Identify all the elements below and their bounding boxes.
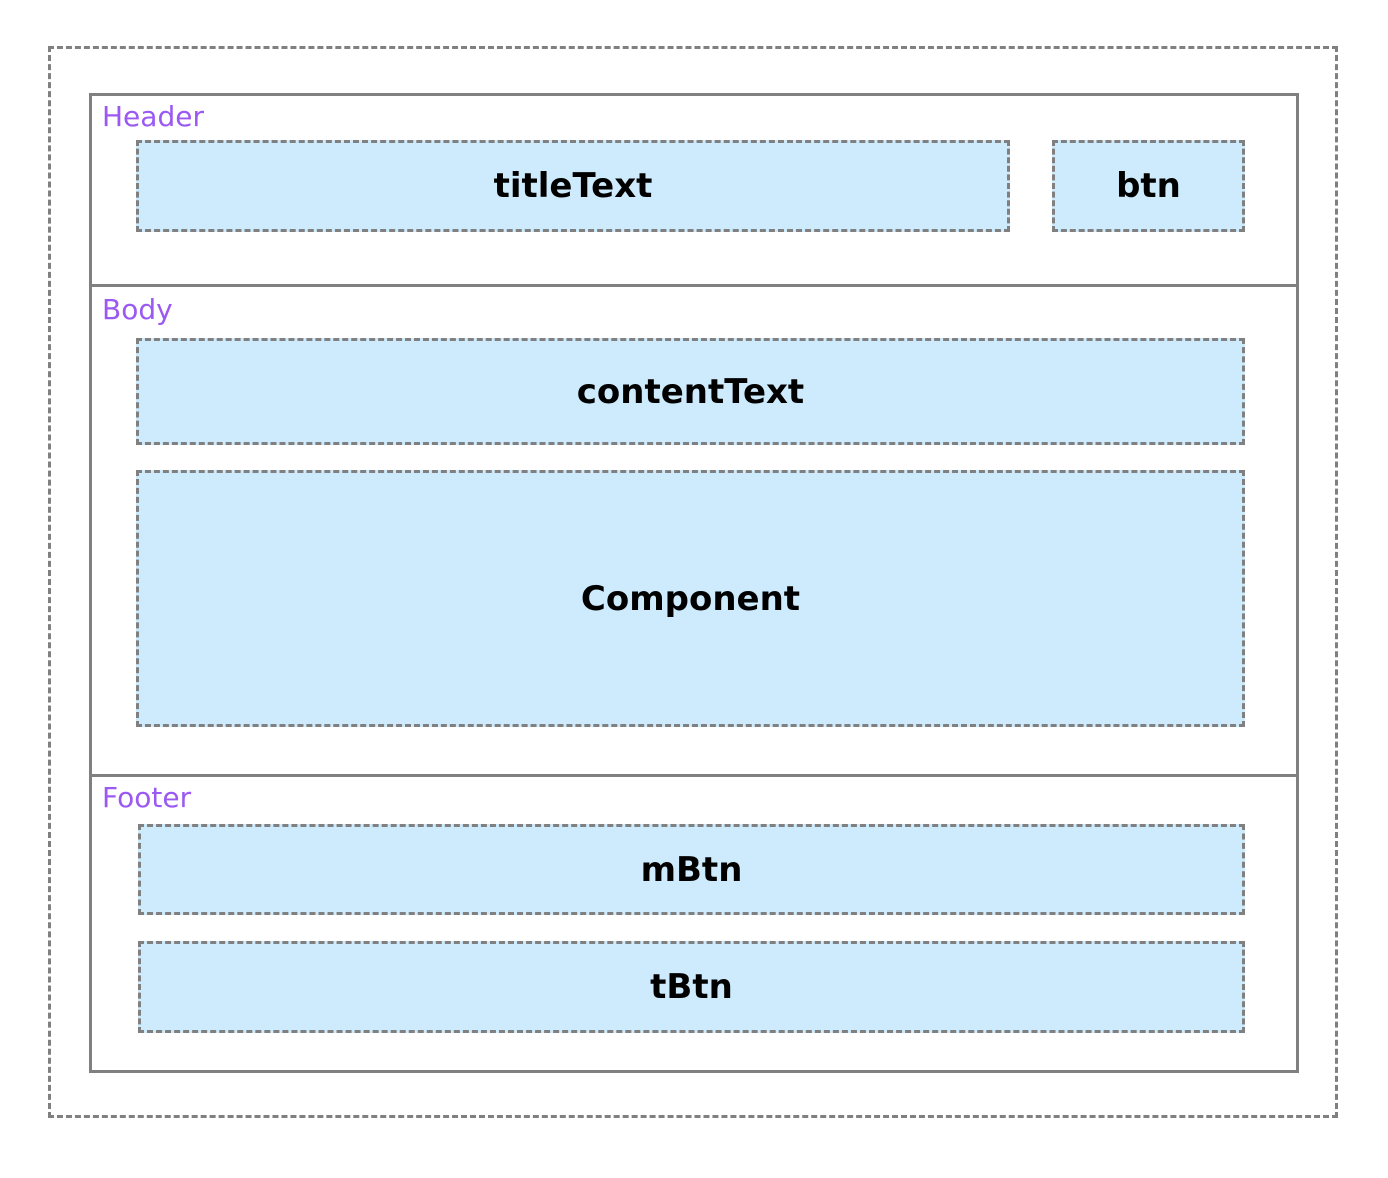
title-text-slot: titleText [136, 140, 1010, 232]
header-section: Header titleText btn [92, 96, 1296, 284]
footer-label: Footer [102, 781, 192, 814]
header-label: Header [102, 100, 204, 133]
outer-dashed-frame [48, 46, 1338, 1118]
footer-section: Footer mBtn tBtn [92, 774, 1296, 1070]
m-btn-slot: mBtn [138, 824, 1245, 915]
t-btn-slot: tBtn [138, 941, 1245, 1033]
body-section: Body contentText Component [92, 284, 1296, 774]
dialog-frame: Header titleText btn Body contentText Co… [89, 93, 1299, 1073]
btn-slot: btn [1052, 140, 1245, 232]
body-label: Body [102, 293, 173, 326]
content-text-slot: contentText [136, 338, 1245, 445]
component-slot: Component [136, 470, 1245, 727]
